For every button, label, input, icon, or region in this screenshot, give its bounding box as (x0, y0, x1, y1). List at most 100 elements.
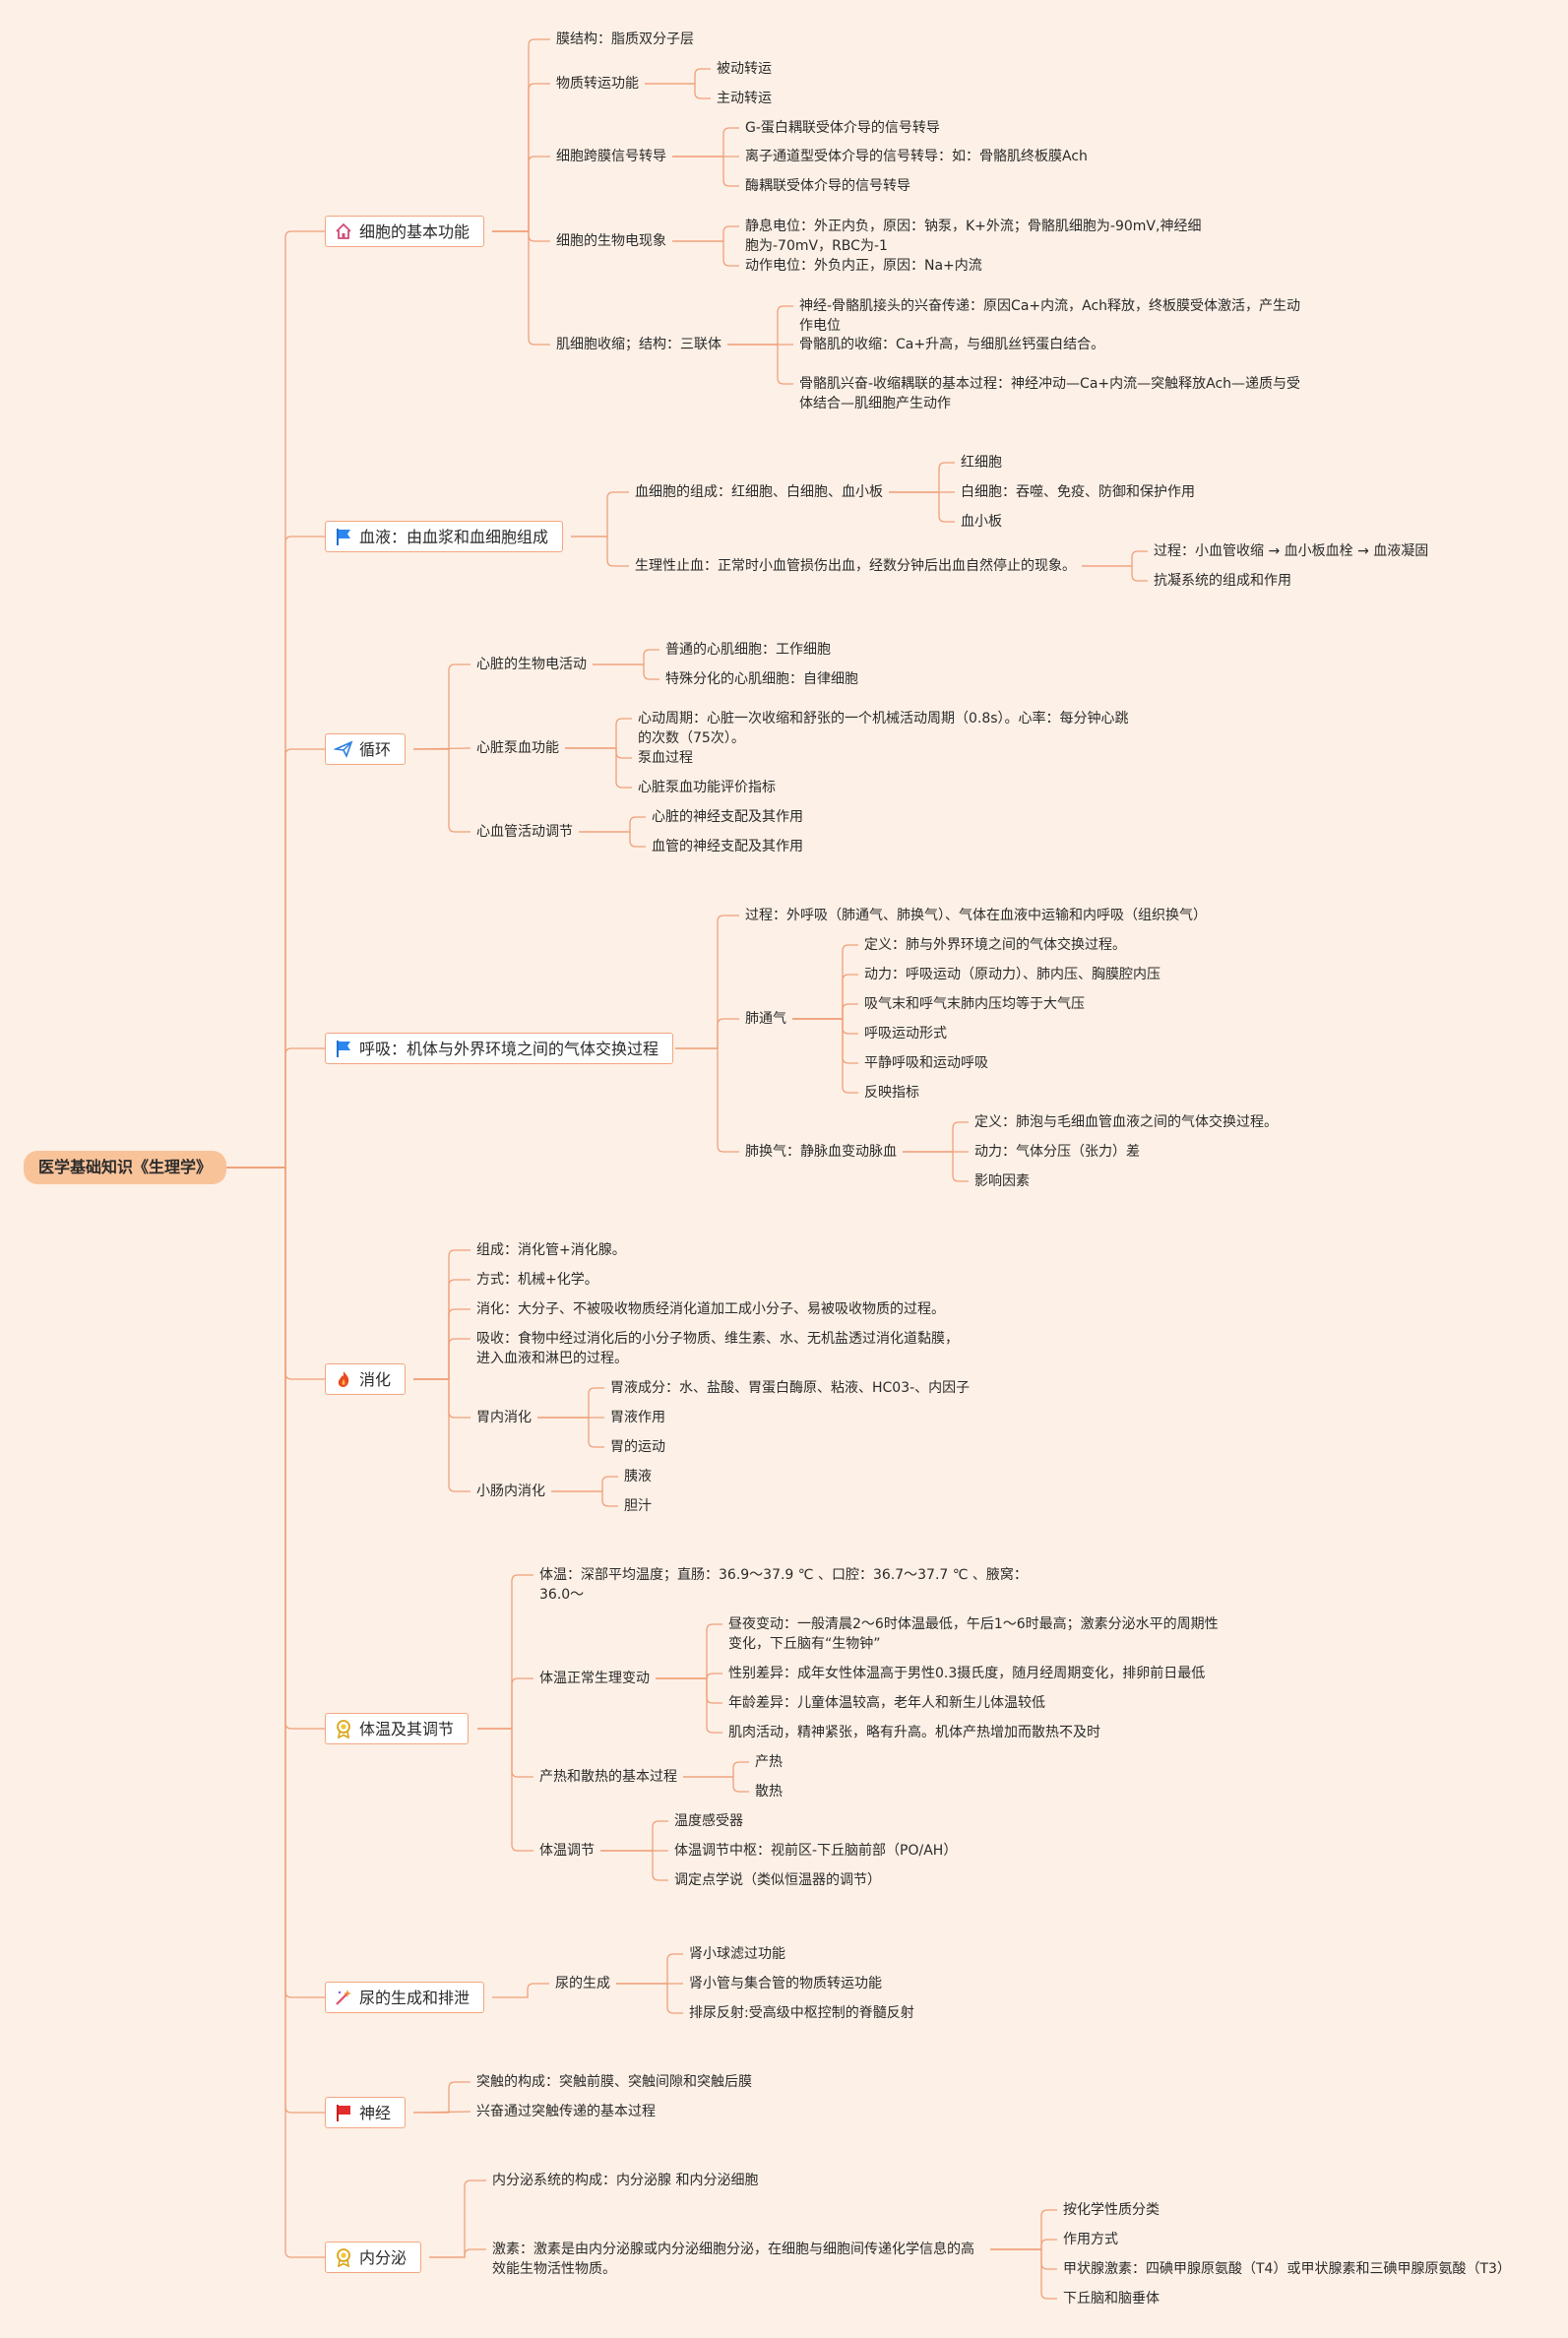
node-c3b[interactable]: 离子通道型受体介导的信号转导：如：骨骼肌终板膜Ach (745, 149, 1088, 164)
connector-t4 (477, 1728, 533, 1852)
node-d6b[interactable]: 胆汁 (624, 1498, 652, 1514)
node-b1a[interactable]: 红细胞 (961, 455, 1002, 471)
node-r2a[interactable]: 定义：肺与外界环境之间的气体交换过程。 (864, 937, 1126, 953)
node-x3b[interactable]: 血管的神经支配及其作用 (652, 839, 803, 854)
connector-d3 (413, 1308, 470, 1380)
node-d5b[interactable]: 胃液作用 (610, 1410, 665, 1425)
node-c5b[interactable]: 骨骼肌的收缩：Ca+升高，与细肌丝钙蛋白结合。 (799, 337, 1105, 352)
node-u1a[interactable]: 肾小球滤过功能 (689, 1946, 785, 1962)
node-t3[interactable]: 产热和散热的基本过程 (539, 1769, 677, 1785)
node-e2b[interactable]: 作用方式 (1063, 2232, 1118, 2247)
node-b1c[interactable]: 血小板 (961, 514, 1002, 530)
node-b2b[interactable]: 抗凝系统的组成和作用 (1154, 573, 1291, 589)
node-b2a[interactable]: 过程：小血管收缩 → 血小板血栓 → 血液凝固 (1154, 543, 1429, 559)
root-topic[interactable]: 医学基础知识《生理学》 (24, 1151, 226, 1184)
node-c4b[interactable]: 动作电位：外负内正，原因：Na+内流 (745, 258, 982, 274)
node-c5c[interactable]: 骨骼肌兴奋-收缩耦联的基本过程：神经冲动—Ca+内流—突触释放Ach—递质与受体… (799, 376, 1301, 411)
node-c2a[interactable]: 被动转运 (717, 61, 772, 77)
topic-blood[interactable]: 血液：由血浆和血细胞组成 (325, 521, 564, 552)
node-t4b[interactable]: 体温调节中枢：视前区-下丘脑前部（PO/AH） (674, 1843, 958, 1859)
connector-root-dig (226, 1167, 325, 1380)
node-c3[interactable]: 细胞跨膜信号转导 (556, 149, 666, 164)
node-d5c[interactable]: 胃的运动 (610, 1439, 665, 1455)
node-t4a[interactable]: 温度感受器 (674, 1813, 743, 1829)
node-c4[interactable]: 细胞的生物电现象 (556, 233, 666, 249)
node-e2a[interactable]: 按化学性质分类 (1063, 2202, 1160, 2218)
node-n2[interactable]: 兴奋通过突触传递的基本过程 (476, 2104, 656, 2119)
connector-t2d (656, 1677, 722, 1734)
topic-urine[interactable]: 尿的生成和排泄 (325, 1982, 485, 2013)
node-x3[interactable]: 心血管活动调节 (476, 824, 573, 840)
node-t4c[interactable]: 调定点学说（类似恒温器的调节） (674, 1872, 881, 1888)
node-e2d[interactable]: 下丘脑和脑垂体 (1063, 2291, 1160, 2306)
node-u1[interactable]: 尿的生成 (555, 1976, 610, 1991)
node-t3b[interactable]: 散热 (755, 1784, 783, 1800)
node-x2c[interactable]: 心脏泵血功能评价指标 (638, 780, 776, 795)
node-t2[interactable]: 体温正常生理变动 (539, 1671, 650, 1686)
node-r2d[interactable]: 呼吸运动形式 (864, 1026, 947, 1042)
node-r1[interactable]: 过程：外呼吸（肺通气、肺换气）、气体在血液中运输和内呼吸（组织换气） (745, 908, 1207, 923)
node-b1b[interactable]: 白细胞：吞噬、免疫、防御和保护作用 (961, 484, 1195, 500)
node-t3a[interactable]: 产热 (755, 1754, 783, 1770)
node-d6a[interactable]: 胰液 (624, 1469, 652, 1485)
node-x2b[interactable]: 泵血过程 (638, 750, 693, 766)
node-r3b[interactable]: 动力：气体分压（张力）差 (974, 1144, 1140, 1160)
node-c5a[interactable]: 神经-骨骼肌接头的兴奋传递：原因Ca+内流，Ach释放，终板膜受体激活，产生动作… (799, 298, 1301, 334)
node-x1a[interactable]: 普通的心肌细胞：工作细胞 (665, 642, 831, 658)
connector-t3a (683, 1761, 749, 1778)
node-t1[interactable]: 体温：深部平均温度；直肠：36.9～37.9 ℃ 、口腔：36.7～37.7 ℃… (539, 1567, 1028, 1603)
node-r2f[interactable]: 反映指标 (864, 1085, 919, 1101)
node-u1b[interactable]: 肾小管与集合管的物质转运功能 (689, 1976, 882, 1991)
node-x2[interactable]: 心脏泵血功能 (476, 740, 559, 756)
node-x1b[interactable]: 特殊分化的心肌细胞：自律细胞 (665, 671, 858, 687)
node-r2c[interactable]: 吸气末和呼气末肺内压均等于大气压 (864, 996, 1085, 1012)
connector-r3 (675, 1047, 739, 1153)
topic-dig[interactable]: 消化 (325, 1363, 407, 1395)
node-r2[interactable]: 肺通气 (745, 1011, 786, 1027)
connector-root-blood (226, 536, 325, 1169)
node-b2[interactable]: 生理性止血：正常时小血管损伤出血，经数分钟后出血自然停止的现象。 (635, 558, 1076, 574)
node-d5a[interactable]: 胃液成分：水、盐酸、胃蛋白酶原、粘液、HC03-、内因子 (610, 1380, 971, 1396)
node-u1c[interactable]: 排尿反射:受高级中枢控制的脊髓反射 (689, 2005, 914, 2021)
node-r2e[interactable]: 平静呼吸和运动呼吸 (864, 1055, 988, 1071)
node-t2a[interactable]: 昼夜变动：一般清晨2～6时体温最低，午后1～6时最高；激素分泌水平的周期性变化，… (728, 1616, 1219, 1652)
node-c3c[interactable]: 酶耦联受体介导的信号转导 (745, 178, 910, 194)
node-c2b[interactable]: 主动转运 (717, 91, 772, 106)
node-x2a[interactable]: 心动周期：心脏一次收缩和舒张的一个机械活动周期（0.8s）。心率：每分钟心跳的次… (638, 711, 1129, 746)
node-c4a[interactable]: 静息电位：外正内负，原因：钠泵，K+外流；骨骼肌细胞为-90mV,神经细胞为-7… (745, 219, 1202, 254)
node-d1[interactable]: 组成：消化管+消化腺。 (476, 1242, 626, 1258)
node-d4[interactable]: 吸收：食物中经过消化后的小分子物质、维生素、水、无机盐透过消化道黏膜，进入血液和… (476, 1331, 959, 1366)
topic-temp[interactable]: 体温及其调节 (325, 1713, 470, 1744)
medal-icon (334, 1719, 353, 1738)
topic-cell[interactable]: 细胞的基本功能 (325, 216, 485, 247)
node-c3a[interactable]: G-蛋白耦联受体介导的信号转导 (745, 120, 940, 136)
node-e2[interactable]: 激素：激素是由内分泌腺或内分泌细胞分泌，在细胞与细胞间传递化学信息的高效能生物活… (492, 2242, 974, 2277)
node-n1[interactable]: 突触的构成：突触前膜、突触间隙和突触后膜 (476, 2074, 752, 2090)
node-r2b[interactable]: 动力：呼吸运动（原动力）、肺内压、胸膜腔内压 (864, 967, 1160, 982)
node-x1[interactable]: 心脏的生物电活动 (476, 657, 587, 672)
node-d3[interactable]: 消化：大分子、不被吸收物质经消化道加工成小分子、易被吸收物质的过程。 (476, 1301, 945, 1317)
topic-endo[interactable]: 内分泌 (325, 2242, 422, 2273)
node-r3[interactable]: 肺换气：静脉血变动脉血 (745, 1144, 897, 1160)
node-r3c[interactable]: 影响因素 (974, 1173, 1030, 1189)
node-t4[interactable]: 体温调节 (539, 1843, 595, 1859)
node-c2[interactable]: 物质转运功能 (556, 76, 639, 92)
node-x3a[interactable]: 心脏的神经支配及其作用 (652, 809, 803, 825)
node-c5[interactable]: 肌细胞收缩；结构：三联体 (556, 337, 721, 352)
connector-r2a (792, 944, 858, 1020)
node-t2d[interactable]: 肌肉活动，精神紧张，略有升高。机体产热增加而散热不及时 (728, 1725, 1100, 1740)
node-t2c[interactable]: 年龄差异：儿童体温较高，老年人和新生儿体温较低 (728, 1695, 1045, 1711)
topic-nerve[interactable]: 神经 (325, 2097, 407, 2128)
node-t2b[interactable]: 性别差异：成年女性体温高于男性0.3摄氏度，随月经周期变化，排卵前日最低 (728, 1666, 1206, 1681)
node-r3a[interactable]: 定义：肺泡与毛细血管血液之间的气体交换过程。 (974, 1114, 1278, 1130)
topic-resp[interactable]: 呼吸：机体与外界环境之间的气体交换过程 (325, 1033, 674, 1064)
node-e1[interactable]: 内分泌系统的构成：内分泌腺 和内分泌细胞 (492, 2173, 759, 2188)
node-d2[interactable]: 方式：机械+化学。 (476, 1272, 598, 1288)
node-d5[interactable]: 胃内消化 (476, 1410, 532, 1425)
node-e2c[interactable]: 甲状腺激素：四碘甲腺原氨酸（T4）或甲状腺素和三碘甲腺原氨酸（T3） (1063, 2261, 1511, 2277)
node-b1[interactable]: 血细胞的组成：红细胞、白细胞、血小板 (635, 484, 883, 500)
node-c1[interactable]: 膜结构：脂质双分子层 (556, 32, 694, 47)
connector-c3 (492, 156, 550, 232)
topic-circ[interactable]: 循环 (325, 733, 407, 765)
node-d6[interactable]: 小肠内消化 (476, 1484, 545, 1499)
